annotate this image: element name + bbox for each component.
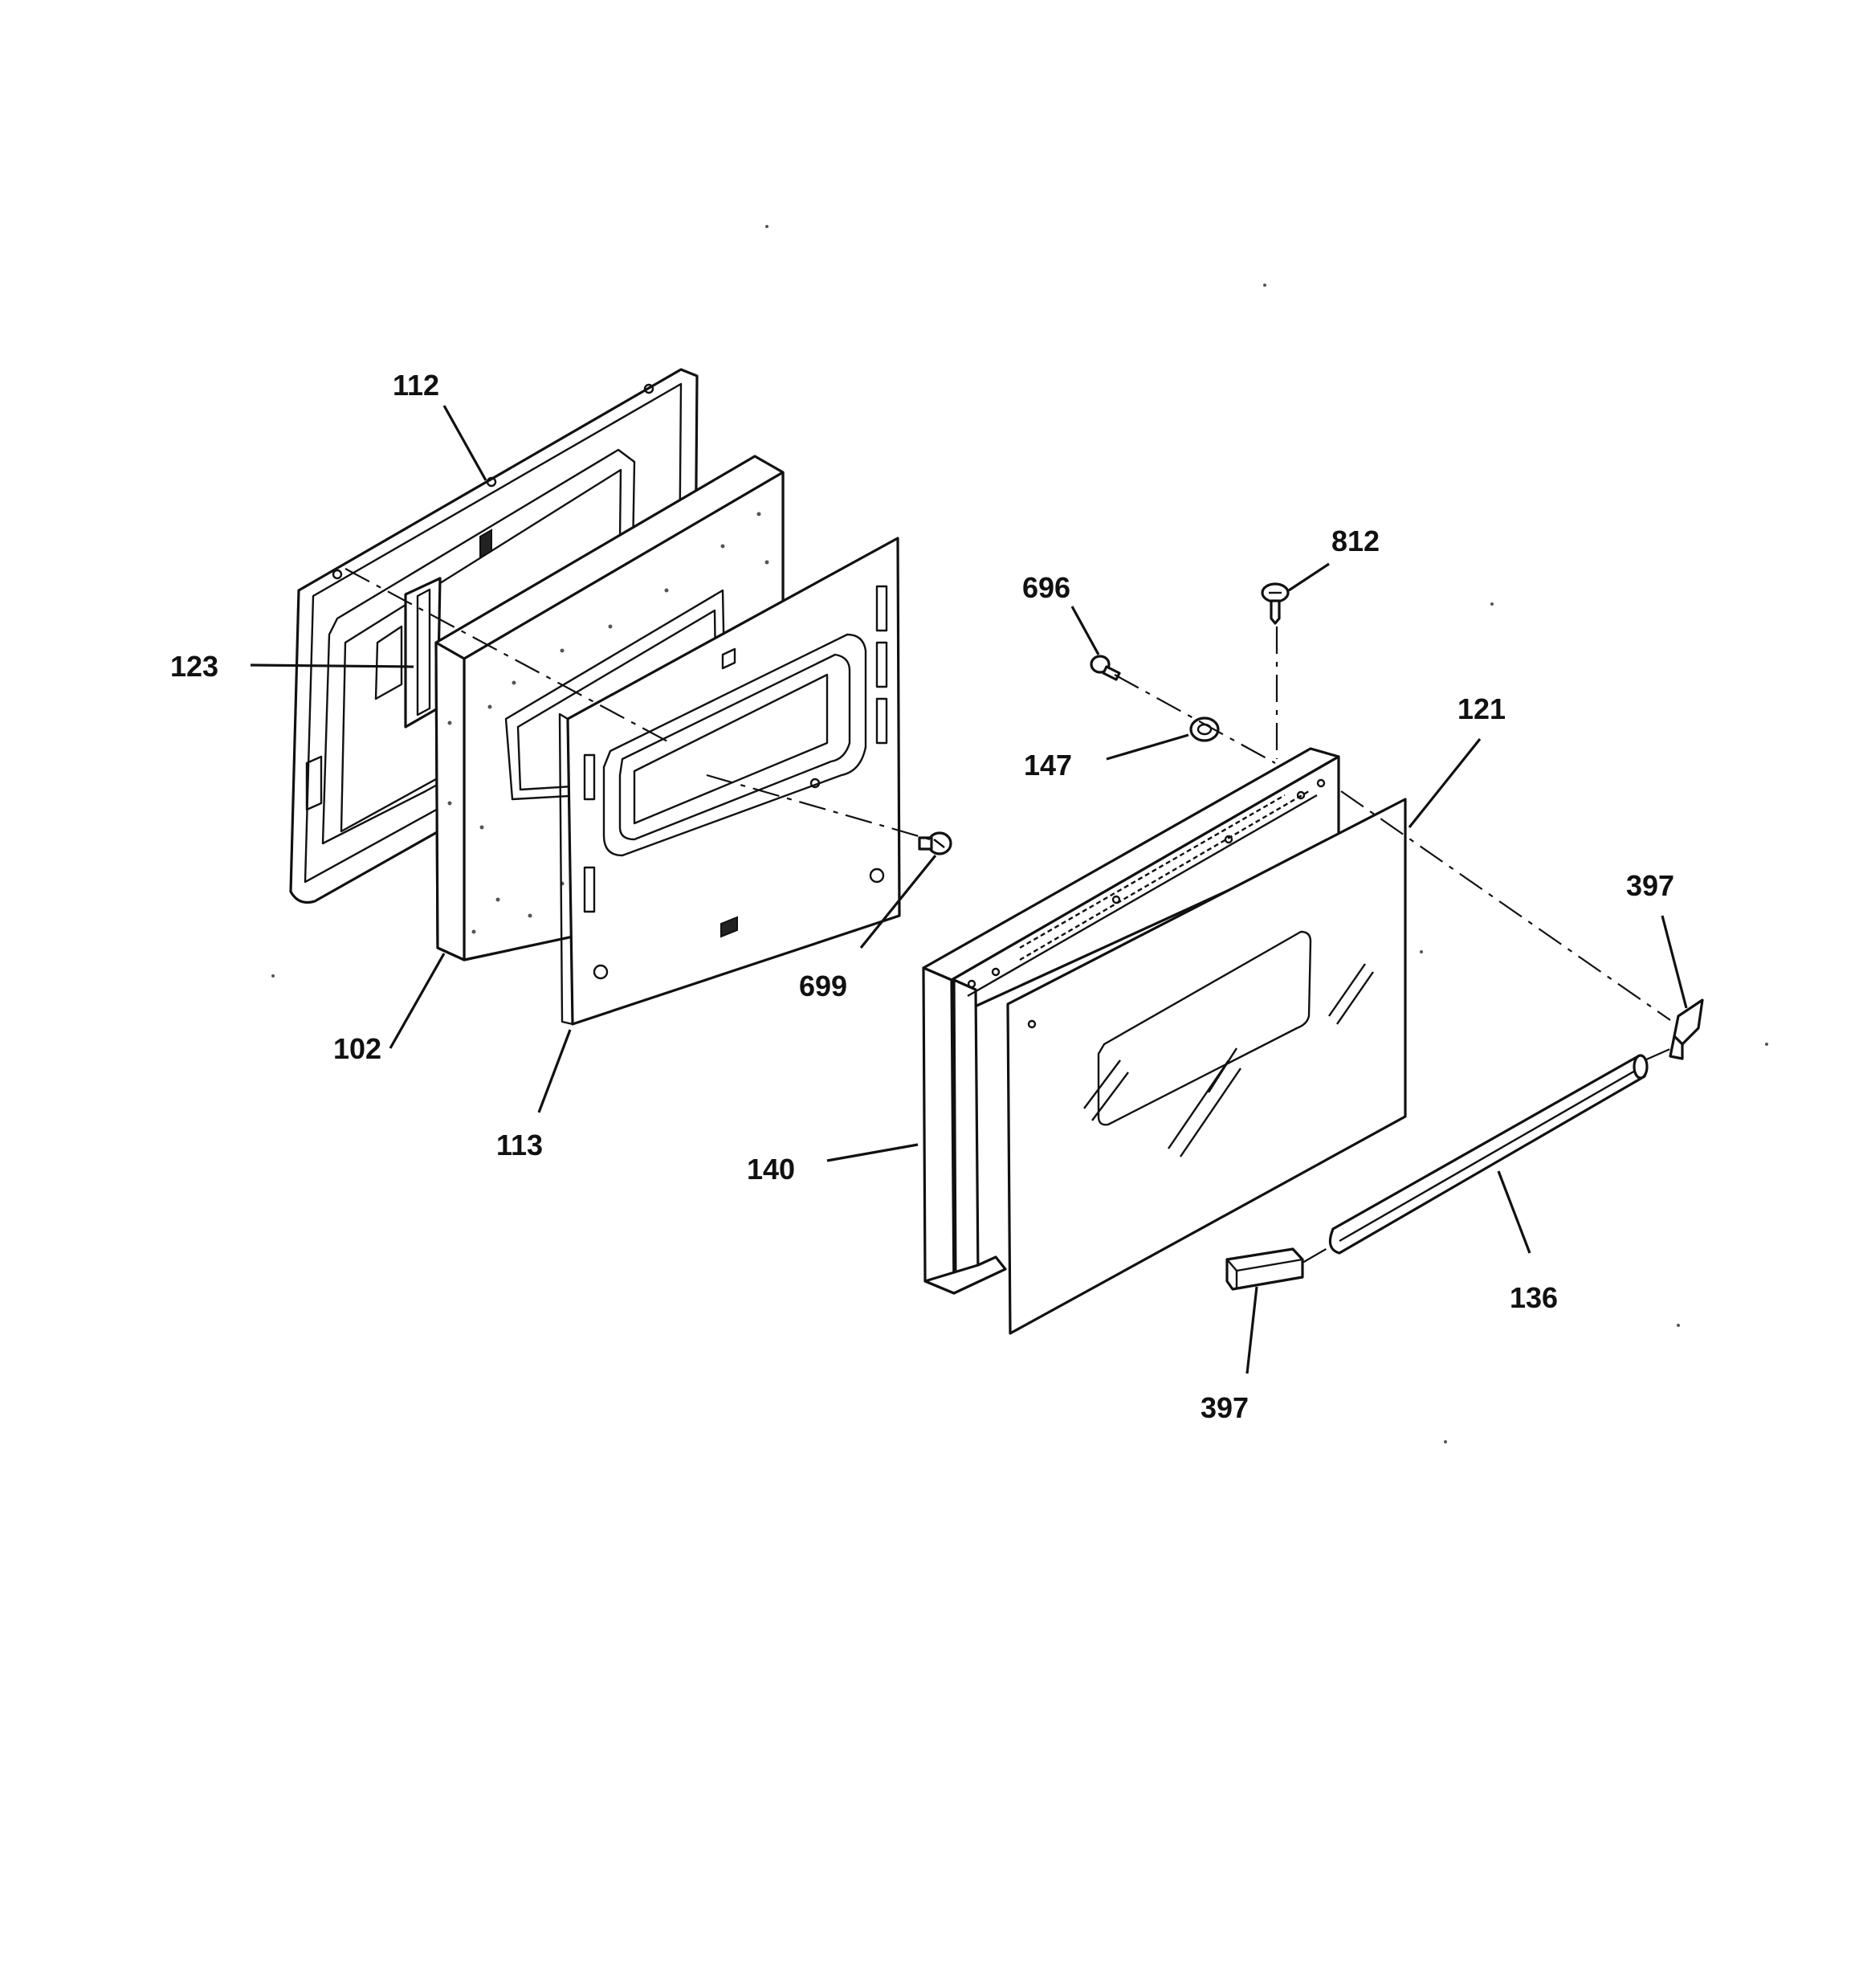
part-397-end-cap-right [1669,998,1704,1060]
part-121-outer-glass [1006,798,1407,1335]
callout-140: 140 [747,1153,795,1186]
callout-102: 102 [333,1032,381,1065]
callout-699: 699 [799,970,847,1002]
alignment-lines [344,568,1673,1263]
part-113-door-panel [558,537,901,1026]
part-696-screw [1090,655,1121,681]
callout-113: 113 [496,1129,543,1161]
callout-397-right: 397 [1626,869,1674,902]
leader-lines [250,405,1688,1374]
callout-121: 121 [1457,692,1506,725]
scan-dots [271,225,1768,1443]
part-397-end-cap-left [1225,1247,1304,1291]
callout-696: 696 [1022,571,1070,604]
callout-397-left: 397 [1201,1391,1249,1424]
callout-112: 112 [393,369,439,402]
callout-136: 136 [1510,1281,1558,1314]
callout-123: 123 [170,650,218,683]
callouts: 112 123 102 113 699 696 812 147 121 397 … [170,369,1674,1424]
callout-812: 812 [1331,525,1380,557]
part-699-screw [918,831,952,855]
callout-147: 147 [1024,749,1072,782]
part-147-washer [1189,716,1220,742]
part-140-door-frame [922,747,1340,1295]
part-812-screw [1261,582,1290,625]
part-136-handle-bar [1328,1054,1649,1255]
insulation-texture [447,512,769,934]
